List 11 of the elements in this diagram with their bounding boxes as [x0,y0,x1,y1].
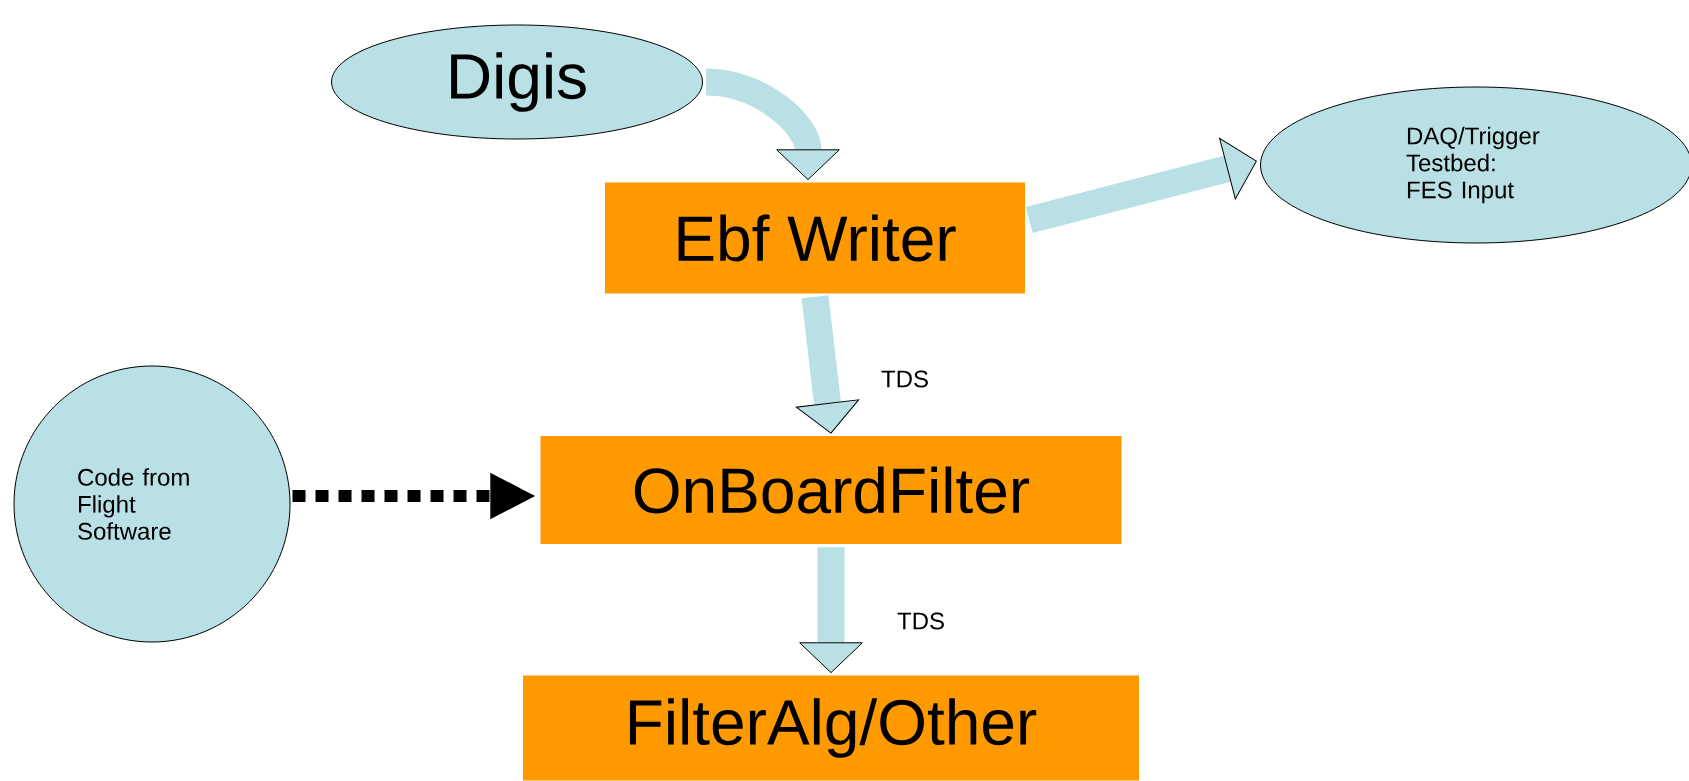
process-box: FilterAlg/Other [523,675,1139,781]
edge-label: TDS [880,369,930,389]
process-box: Ebf Writer [605,182,1025,294]
edge-label: TDS [896,611,946,631]
ellipse-node: DAQ/Trigger Testbed: FES Input [1260,86,1689,244]
block-arrow [1025,137,1257,234]
ellipse-node: Digis [331,24,703,140]
circle-node: Code from Flight Software [13,365,291,643]
block-arrow [795,295,860,434]
process-box: OnBoardFilter [540,436,1122,544]
block-arrow [799,547,863,674]
